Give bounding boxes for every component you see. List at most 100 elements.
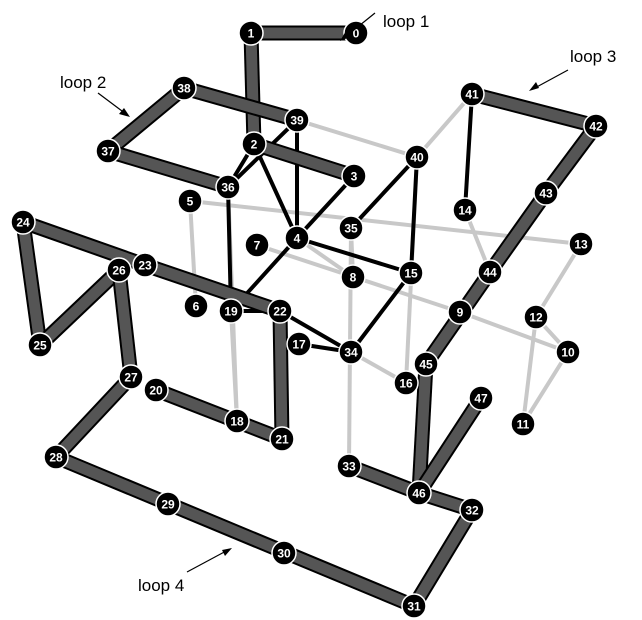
node-label: 17 (292, 338, 306, 352)
thick-edge-24-23 (20, 214, 148, 273)
node-label: 26 (112, 264, 126, 278)
thick-edge-21-20 (153, 383, 285, 446)
node-18: 18 (224, 408, 250, 434)
node-41: 41 (459, 81, 485, 107)
black-edge-15-34 (349, 271, 413, 354)
node-44: 44 (477, 259, 503, 285)
node-0: 0 (343, 20, 369, 46)
loop4-arrow (186, 549, 229, 573)
node-label: 2 (251, 138, 258, 152)
node-4: 4 (284, 225, 310, 251)
thick-edge-22-21 (272, 310, 290, 440)
node-label: 25 (33, 339, 47, 353)
loop1-annotation: loop 1 (340, 12, 429, 41)
node-label: 20 (149, 384, 163, 398)
node-label: 4 (294, 232, 301, 246)
node-40: 40 (404, 144, 430, 170)
node-11: 11 (510, 411, 536, 437)
node-label: 32 (465, 504, 479, 518)
node-22: 22 (267, 298, 293, 324)
node-26: 26 (106, 257, 132, 283)
node-label: 18 (230, 415, 244, 429)
node-label: 44 (483, 266, 497, 280)
node-label: 10 (561, 346, 575, 360)
loop3-annotation: loop 3 (529, 47, 616, 91)
node-label: 30 (277, 547, 291, 561)
node-33: 33 (336, 453, 362, 479)
node-28: 28 (43, 444, 69, 470)
node-24: 24 (10, 209, 36, 235)
node-1: 1 (238, 20, 264, 46)
black-edge-3-4 (295, 174, 356, 240)
node-label: 46 (412, 487, 426, 501)
loop2-arrowhead (119, 108, 130, 117)
grey-edge-19-18 (229, 309, 239, 423)
node-label: 8 (350, 271, 357, 285)
node-label: 3 (351, 170, 358, 184)
node-label: 0 (353, 27, 360, 41)
node-45: 45 (413, 351, 439, 377)
node-16: 16 (393, 370, 419, 396)
node-3: 3 (341, 163, 367, 189)
node-label: 16 (399, 377, 413, 391)
node-label: 28 (49, 451, 63, 465)
node-label: 45 (419, 358, 433, 372)
node-46: 46 (406, 480, 432, 506)
black-edge-35-40 (349, 155, 419, 230)
node-43: 43 (533, 180, 559, 206)
node-label: 38 (177, 82, 191, 96)
grey-edge-40-41 (415, 92, 474, 159)
thick-edge-45-46 (411, 363, 434, 494)
node-30: 30 (271, 540, 297, 566)
node-label: 41 (465, 88, 479, 102)
loop2-arrow (97, 92, 127, 115)
loop4-arrowhead (222, 548, 232, 556)
loop1-arrow (343, 12, 376, 39)
node-29: 29 (155, 491, 181, 517)
node-label: 9 (457, 306, 464, 320)
node-label: 15 (404, 267, 418, 281)
grey-edge-13-12 (534, 242, 583, 319)
thick-edge-25-26 (34, 264, 125, 351)
node-35: 35 (338, 215, 364, 241)
thick-loop-edges (15, 25, 603, 613)
node-20: 20 (143, 377, 169, 403)
node-7: 7 (244, 232, 270, 258)
node-label: 33 (342, 460, 356, 474)
thick-edge-46-47 (412, 393, 488, 498)
node-label: 7 (254, 239, 261, 253)
node-15: 15 (398, 260, 424, 286)
node-37: 37 (95, 138, 121, 164)
thick-edge-31-32 (407, 506, 479, 610)
grey-edge-10-11 (521, 350, 570, 426)
thick-edge-42-43 (539, 121, 603, 198)
loop1-label: loop 1 (383, 12, 429, 31)
node-9: 9 (447, 299, 473, 325)
black-edge-34-22 (278, 309, 353, 354)
node-34: 34 (338, 339, 364, 365)
node-label: 19 (224, 305, 238, 319)
loop4-label: loop 4 (138, 576, 184, 595)
node-label: 5 (187, 195, 194, 209)
node-label: 27 (124, 371, 138, 385)
thick-edge-2-3 (251, 136, 357, 184)
loop3-arrow (532, 69, 569, 90)
node-label: 13 (574, 238, 588, 252)
node-5: 5 (177, 188, 203, 214)
loop4-annotation: loop 4 (138, 548, 232, 595)
loop2-label: loop 2 (60, 73, 106, 92)
node-10: 10 (555, 339, 581, 365)
node-label: 22 (273, 305, 287, 319)
grey-edge-12-11 (521, 315, 538, 426)
loop1-arrowhead (340, 31, 350, 41)
grey-edge-5-6 (188, 199, 198, 308)
node-label: 34 (344, 346, 358, 360)
node-47: 47 (468, 385, 494, 411)
node-32: 32 (459, 497, 485, 523)
node-23: 23 (132, 252, 158, 278)
nodes: 0123456789101112131415161718192021222324… (10, 20, 609, 619)
thick-edge-38-39 (181, 80, 300, 128)
node-label: 14 (458, 204, 472, 218)
node-label: 1 (248, 27, 255, 41)
node-21: 21 (269, 426, 295, 452)
